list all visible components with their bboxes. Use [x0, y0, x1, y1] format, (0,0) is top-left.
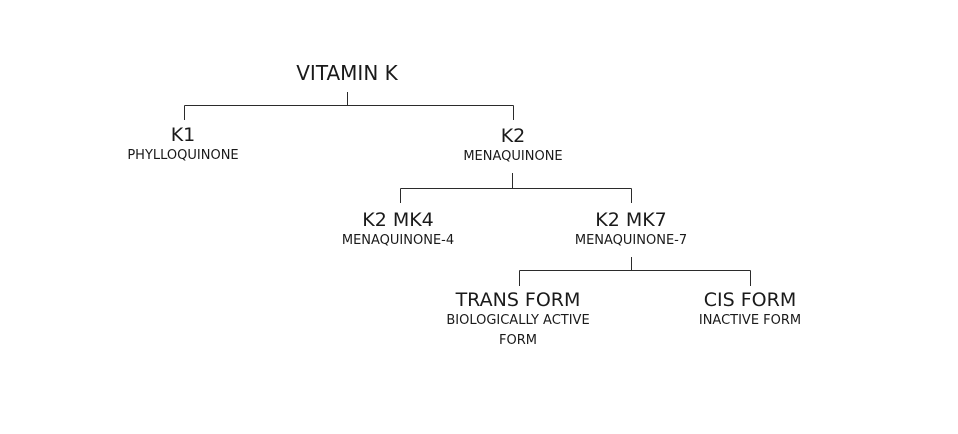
node-mk4: K2 MK4 MENAQUINONE-4 [318, 209, 478, 251]
node-trans-form: TRANS FORM BIOLOGICALLY ACTIVE FORM [418, 289, 618, 351]
node-mk7-subtitle: MENAQUINONE-7 [574, 233, 688, 248]
node-vitamin-k: VITAMIN K [247, 62, 447, 84]
node-mk7-title: K2 MK7 [595, 209, 667, 231]
node-trans-form-subtitle-line1: BIOLOGICALLY ACTIVE [446, 313, 590, 328]
node-cis-form-title: CIS FORM [703, 289, 797, 311]
node-vitamin-k-title: VITAMIN K [296, 61, 398, 85]
node-k2: K2 MENAQUINONE [433, 125, 593, 167]
node-cis-form: CIS FORM INACTIVE FORM [670, 289, 830, 331]
node-k1-subtitle: PHYLLOQUINONE [127, 148, 239, 163]
node-mk7: K2 MK7 MENAQUINONE-7 [551, 209, 711, 251]
node-mk4-title: K2 MK4 [362, 209, 434, 231]
node-cis-form-subtitle: INACTIVE FORM [698, 313, 802, 328]
node-trans-form-title: TRANS FORM [455, 289, 581, 311]
node-mk4-subtitle: MENAQUINONE-4 [341, 233, 455, 248]
node-k1-title: K1 [170, 124, 196, 146]
node-k2-subtitle: MENAQUINONE [463, 149, 563, 164]
node-trans-form-subtitle-line2: FORM [499, 333, 537, 348]
node-k1: K1 PHYLLOQUINONE [103, 124, 263, 166]
node-k2-title: K2 [500, 125, 526, 147]
